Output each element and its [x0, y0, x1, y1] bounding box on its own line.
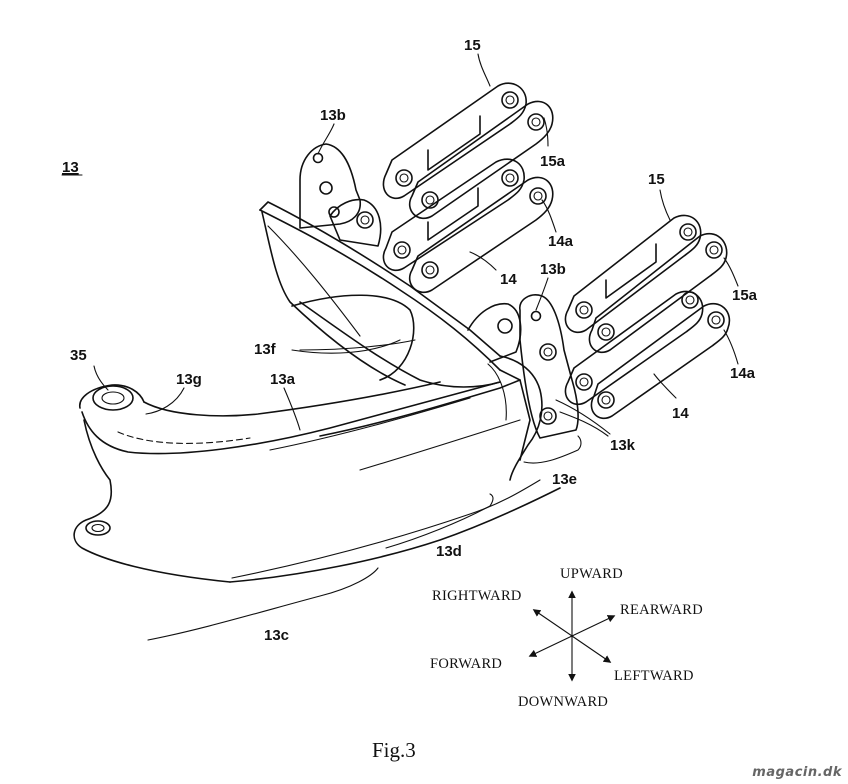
link-15a-lower	[588, 233, 728, 354]
bracket-13b-lower	[467, 294, 579, 439]
label-15a-right: 15a	[732, 287, 758, 304]
label-14-right: 14	[672, 405, 689, 422]
label-13g: 13g	[176, 371, 202, 388]
label-13b-top: 13b	[320, 107, 346, 124]
dir-upward: UPWARD	[560, 566, 623, 582]
reference-labels: 13 35 13g 13a 13f 13b 15 15a 14a 14 13b …	[61, 37, 758, 644]
link-14a-lower	[590, 303, 731, 420]
label-15-left: 15	[464, 37, 481, 54]
dir-rightward: RIGHTWARD	[432, 588, 522, 604]
dir-leftward: LEFTWARD	[614, 668, 694, 684]
dir-rearward: REARWARD	[620, 602, 703, 618]
label-13f: 13f	[254, 341, 277, 358]
dir-forward: FORWARD	[430, 656, 502, 672]
label-13c: 13c	[264, 627, 289, 644]
bracket-13b-upper	[299, 143, 362, 229]
link-15a-upper	[408, 100, 554, 220]
label-13a: 13a	[270, 371, 296, 388]
label-13d: 13d	[436, 543, 462, 560]
watermark: magacin.dk	[752, 765, 842, 780]
label-13e: 13e	[552, 471, 577, 488]
dir-downward: DOWNWARD	[518, 694, 608, 710]
mount-block-upper	[329, 198, 382, 247]
link-15-upper	[382, 82, 527, 199]
label-13b-right: 13b	[540, 261, 566, 278]
swingarm-body	[73, 201, 561, 583]
label-14a-right: 14a	[730, 365, 756, 382]
label-13k: 13k	[610, 437, 636, 454]
label-13: 13	[62, 159, 79, 176]
leader-lines	[93, 53, 739, 641]
label-14-left: 14	[500, 271, 517, 288]
label-14a-left: 14a	[548, 233, 574, 250]
link-14-lower	[564, 290, 704, 406]
figure-caption: Fig.3	[372, 738, 416, 762]
link-14-upper	[382, 158, 525, 272]
label-15-right: 15	[648, 171, 665, 188]
label-35: 35	[70, 347, 87, 364]
direction-arrows	[528, 590, 616, 682]
link-15-lower	[564, 214, 702, 334]
label-15a-left: 15a	[540, 153, 566, 170]
link-14a-upper	[408, 176, 554, 294]
direction-labels: UPWARD RIGHTWARD REARWARD FORWARD LEFTWA…	[430, 566, 703, 710]
